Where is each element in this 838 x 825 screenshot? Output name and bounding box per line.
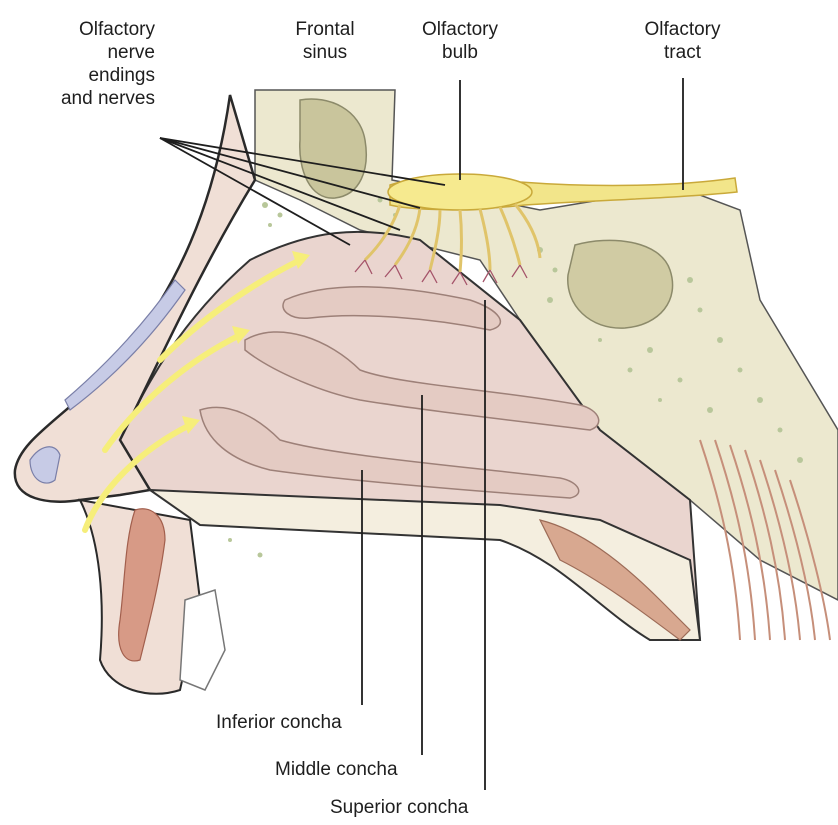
label-inferior-concha: Inferior concha [216, 711, 366, 734]
label-olfactory-tract: Olfactory tract [620, 18, 745, 64]
sphenoid-sinus-cavity [568, 240, 673, 328]
incisor-tooth [180, 590, 225, 690]
label-frontal-sinus: Frontal sinus [270, 18, 380, 64]
label-superior-concha: Superior concha [330, 796, 500, 819]
label-olfactory-bulb: Olfactory bulb [405, 18, 515, 64]
label-middle-concha: Middle concha [275, 758, 435, 781]
label-olfactory-nerve-endings: Olfactory nerve endings and nerves [20, 18, 155, 110]
